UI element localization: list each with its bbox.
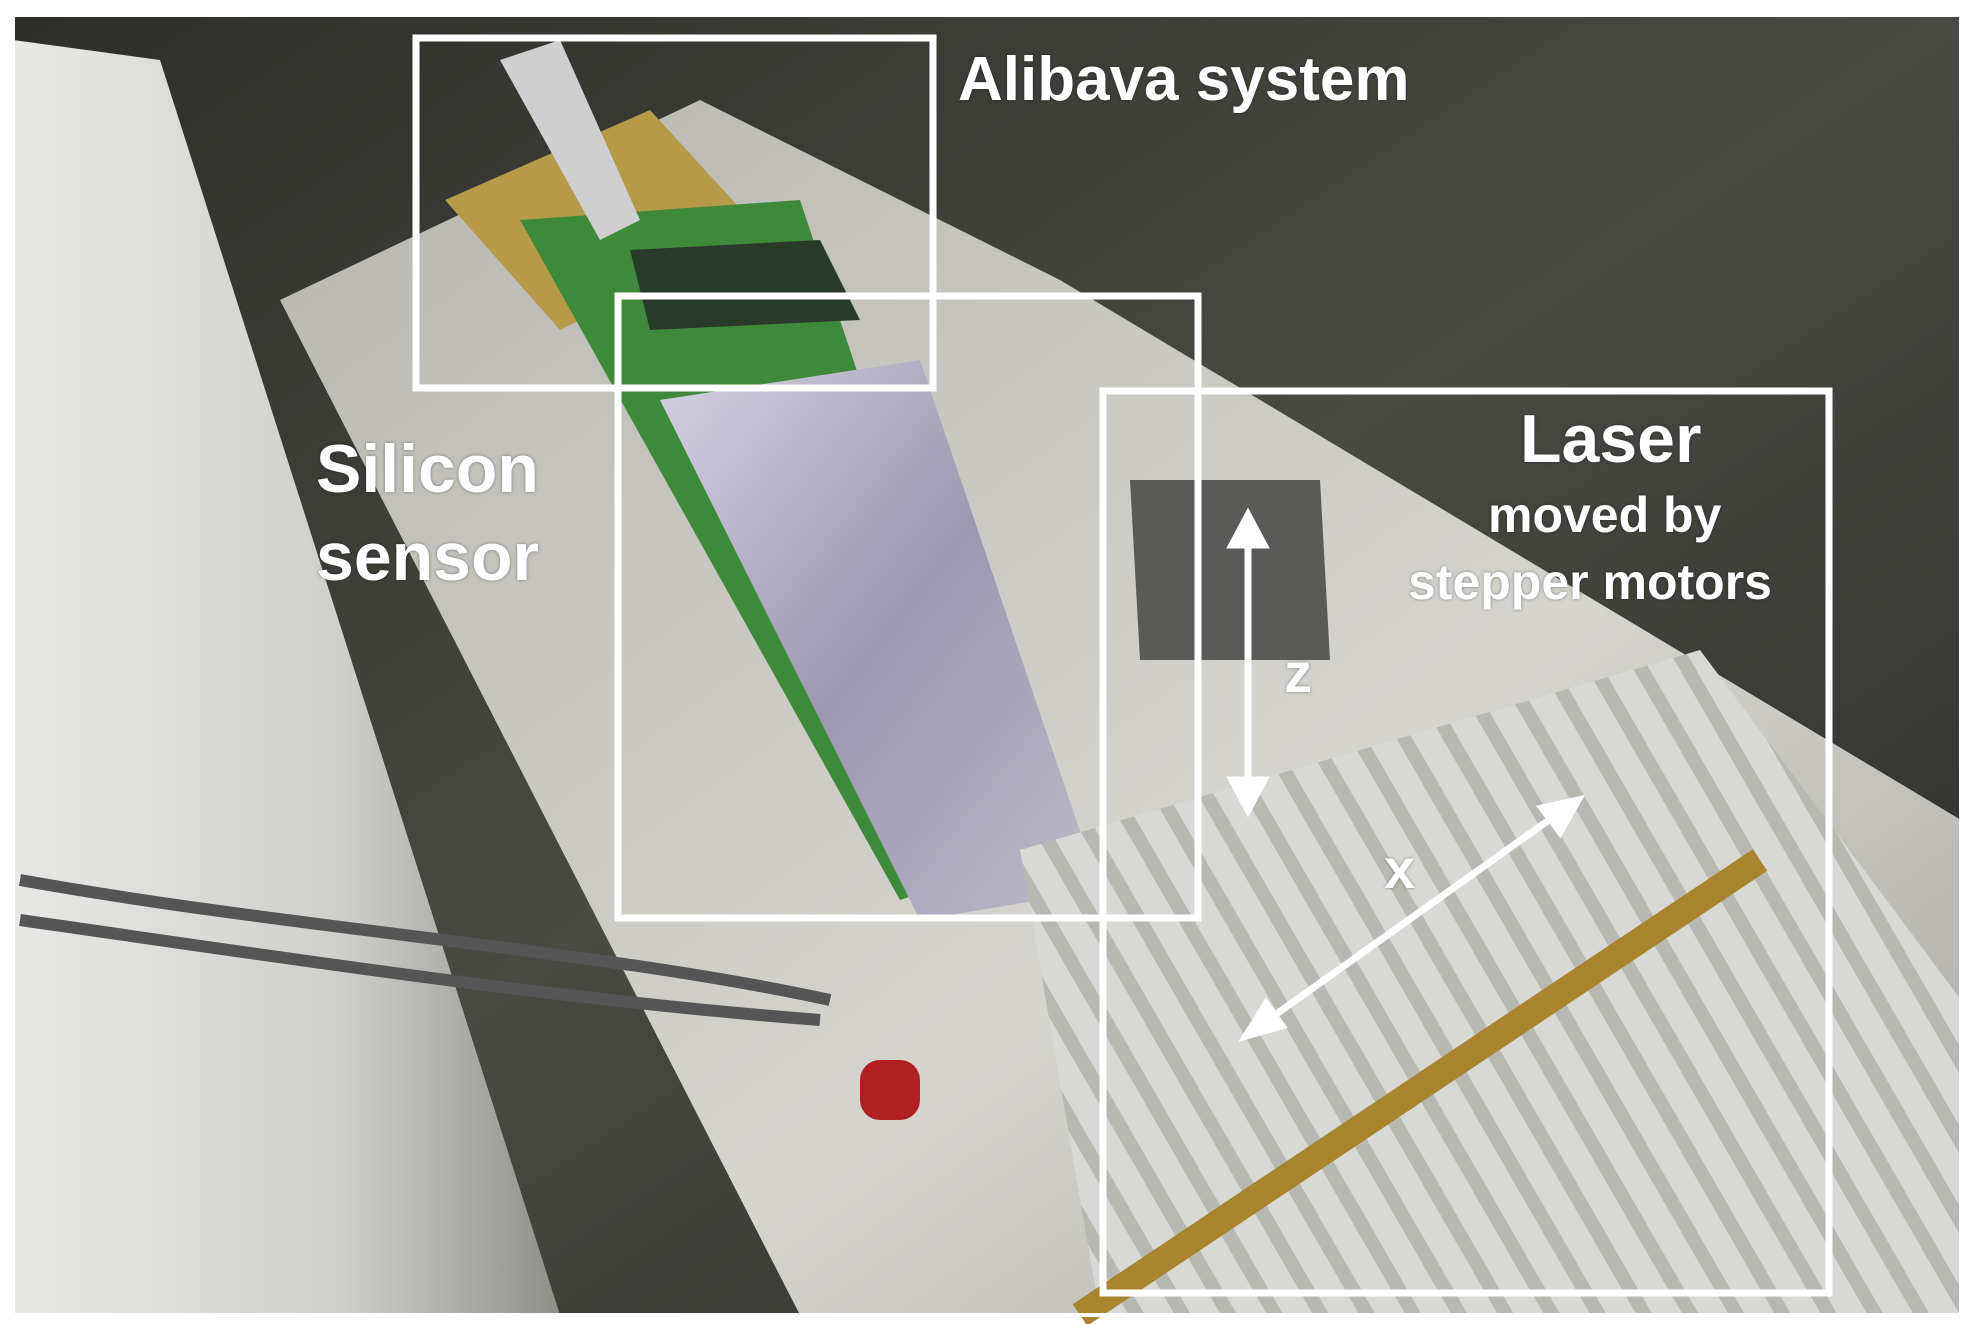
silicon-sensor-label-line2: sensor (316, 519, 539, 595)
image-border (11, 13, 1963, 1317)
connector (860, 1060, 920, 1120)
z-arrow-head-bottom (1226, 776, 1270, 818)
alibava-board (630, 240, 860, 330)
x-arrow-head-right (1535, 794, 1585, 839)
lead-screw (1072, 849, 1768, 1324)
x-arrow-head-left (1238, 997, 1288, 1042)
annotation-frames (412, 34, 1833, 1297)
laser-label-line3: stepper motors (1408, 554, 1772, 610)
x-arrow (1265, 812, 1559, 1023)
silicon-sensor (660, 360, 1100, 920)
z-axis-label: z (1284, 641, 1312, 704)
stepper-motor (1130, 480, 1330, 660)
silicon-frame (614, 292, 1202, 922)
z-arrow-head-top (1226, 507, 1270, 549)
laser-frame (1099, 387, 1833, 1297)
laser-label-line2: moved by (1488, 487, 1722, 543)
white-wall (13, 40, 560, 1315)
cable (18, 874, 832, 1026)
ribbon-cable (500, 40, 640, 240)
alibava-system-label: Alibava system (958, 45, 1410, 114)
alibava-frame (412, 34, 937, 392)
silicon-sensor-label-line1: Silicon (316, 431, 539, 507)
x-axis-label: x (1384, 837, 1416, 900)
axis-arrows (1226, 507, 1585, 1042)
laser-stage (1020, 650, 1961, 1315)
laser-label: Laser (1520, 401, 1702, 477)
